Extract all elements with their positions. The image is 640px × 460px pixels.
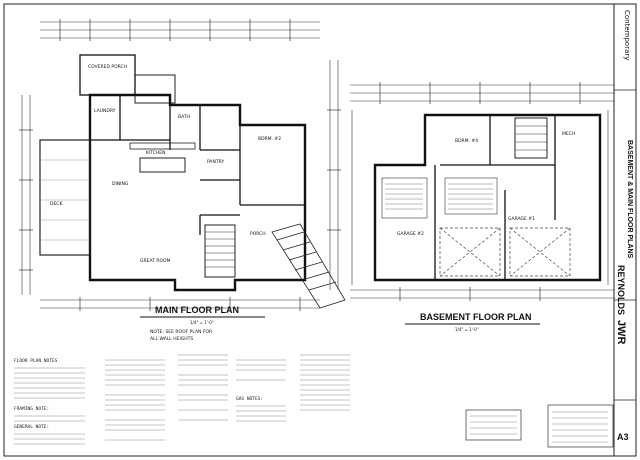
notes-text-lines: [14, 354, 350, 445]
square-footage-box: [547, 404, 614, 448]
main-floor-plan-scale: 1/4" = 1'-0": [190, 320, 214, 325]
room-label-great-room: GREAT ROOM: [140, 258, 171, 264]
floor-plan-notes-heading: FLOOR PLAN NOTES: [14, 358, 58, 364]
room-label-pantry: PANTRY: [207, 159, 224, 165]
room-label-laundry: LAUNDRY: [94, 108, 116, 114]
main-floor-plan: COVERED PORCH LAUNDRY BATH BDRM. #2 KITC…: [19, 19, 346, 342]
room-label-dining: DINING: [112, 181, 129, 187]
title-block-sheet-title: BASEMENT & MAIN FLOOR PLANS: [626, 140, 633, 259]
main-floor-plan-title: MAIN FLOOR PLAN: [155, 305, 239, 315]
garage-doors: [439, 227, 571, 277]
basement-floor-plan: BDRM. #4 MECH GARAGE #2 GARAGE #1 BASEME…: [350, 82, 615, 332]
main-interior-walls: [90, 95, 305, 235]
room-label-bdrm-2: BDRM. #2: [258, 136, 281, 142]
room-label-mech: MECH: [562, 131, 575, 137]
gas-notes-heading: GAS NOTES:: [236, 396, 263, 402]
title-block-project: REYNOLDS: [616, 265, 626, 315]
title-block-logo: JWR: [615, 320, 627, 345]
room-label-bath: BATH: [178, 114, 190, 120]
basement-floor-plan-scale: 1/4" = 1'-0": [455, 327, 479, 332]
room-label-porch: PORCH: [250, 231, 266, 237]
basement-dimension-ticks: [379, 82, 581, 301]
title-block-sheet-number: A3: [617, 432, 629, 442]
room-label-deck: DECK: [50, 201, 63, 207]
deck-outline: [39, 139, 91, 256]
basement-interior-walls: [434, 115, 556, 280]
entry-stair: [134, 74, 176, 104]
sheet-border: [3, 3, 637, 457]
basement-stair: [514, 117, 548, 159]
structural-note-text-lines: [385, 183, 493, 210]
room-label-garage-1: GARAGE #1: [508, 216, 535, 222]
title-block: Contemporary REYNOLDS BASEMENT & MAIN FL…: [613, 4, 636, 456]
notes-area: FLOOR PLAN NOTES FRAMING NOTE: GENERAL N…: [14, 354, 614, 448]
kitchen-counter: [129, 142, 196, 150]
main-dimension-ticks: [19, 19, 341, 311]
exterior-angled-stair: [271, 223, 346, 309]
general-note-heading: GENERAL NOTE:: [14, 424, 49, 430]
spec-box-lines: [470, 415, 517, 435]
deck-boards: [40, 159, 90, 241]
room-label-covered-porch: COVERED PORCH: [88, 64, 127, 70]
structural-note-blocks: [381, 177, 498, 219]
main-roof-note-line2: ALL WALL HEIGHTS: [150, 336, 193, 342]
basement-floor-plan-title: BASEMENT FLOOR PLAN: [420, 312, 532, 322]
main-roof-note-line1: NOTE: SEE ROOF PLAN FOR: [150, 329, 212, 335]
basement-exterior-walls: [373, 113, 602, 282]
framing-note-heading: FRAMING NOTE:: [14, 406, 49, 412]
square-footage-lines: [552, 411, 608, 443]
kitchen-island: [139, 157, 186, 173]
main-dimension-lines: [21, 21, 339, 309]
spec-box: [465, 409, 522, 441]
title-block-style: Contemporary: [623, 10, 631, 60]
basement-dimension-lines: [350, 84, 615, 299]
room-label-bdrm-4: BDRM. #4: [455, 138, 478, 144]
room-label-garage-2: GARAGE #2: [397, 231, 424, 237]
interior-stair: [204, 224, 236, 278]
room-label-kitchen: KITCHEN: [146, 150, 166, 156]
